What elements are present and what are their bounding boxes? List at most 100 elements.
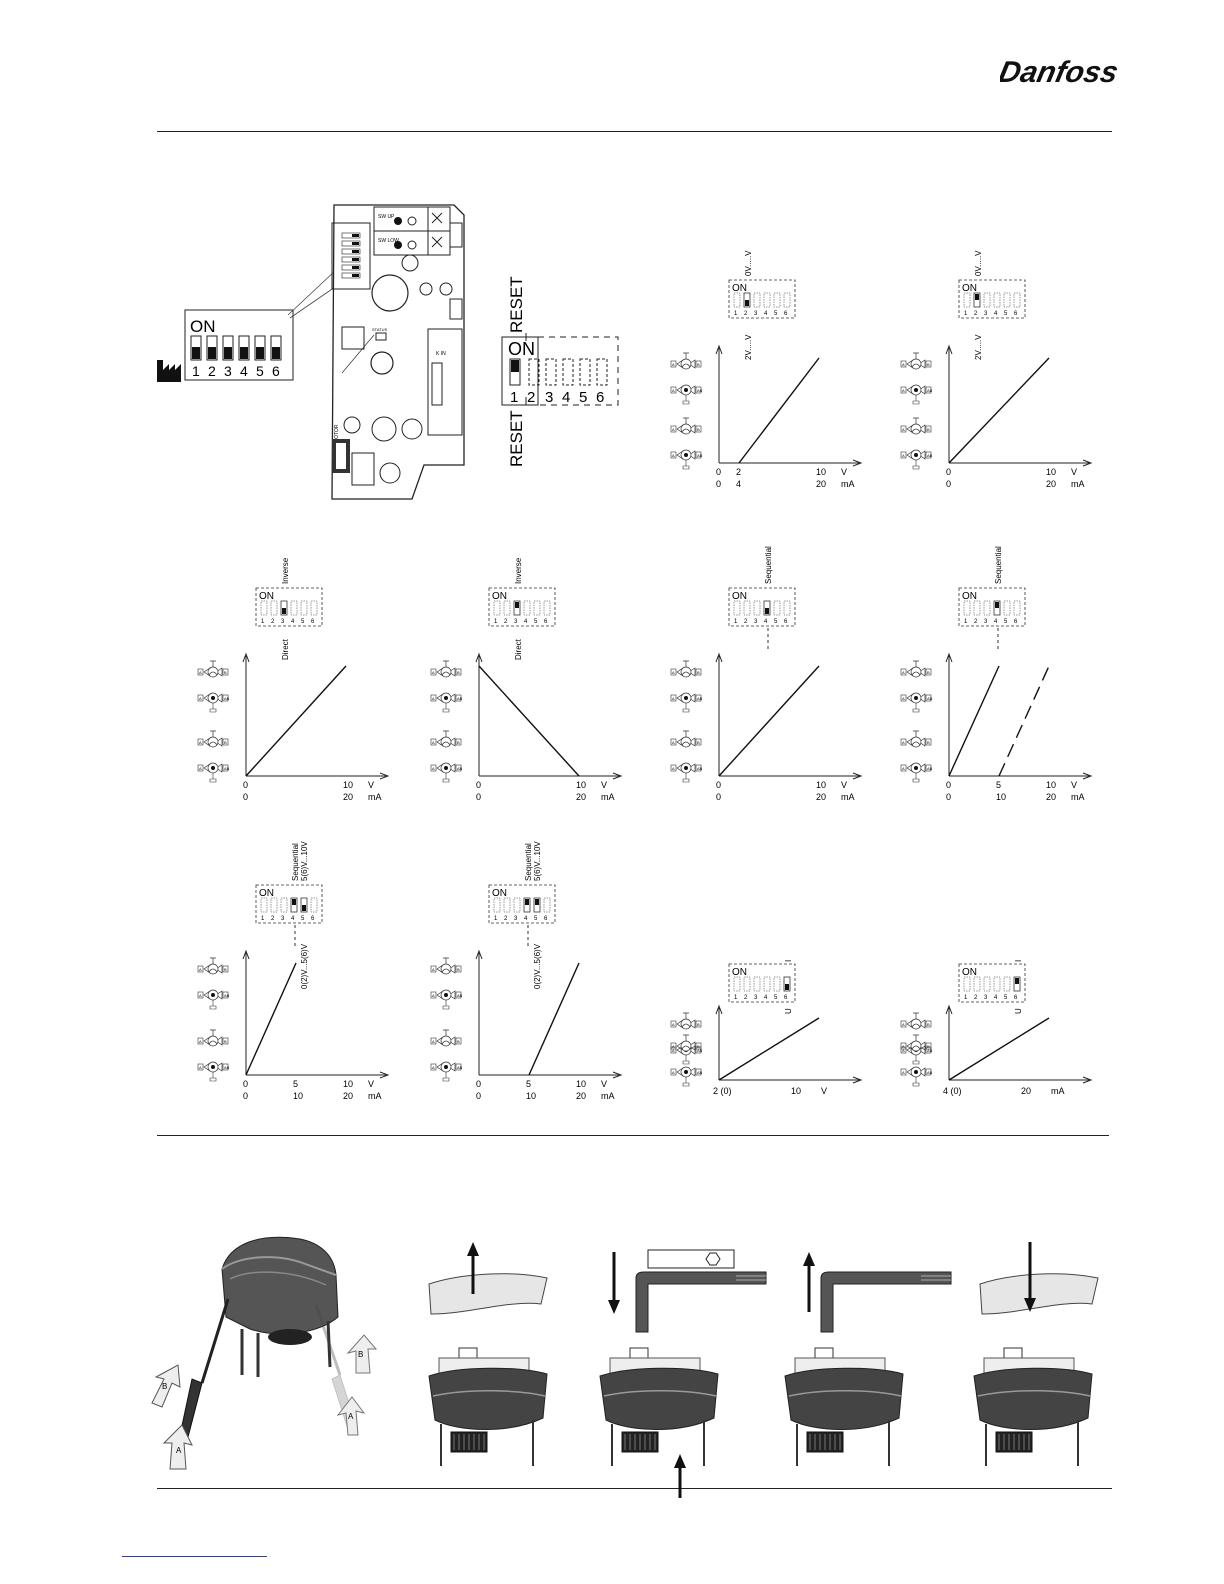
svg-text:SW UP: SW UP xyxy=(378,214,395,220)
tick-label: 2 (0) xyxy=(713,1086,732,1096)
svg-text:A: A xyxy=(672,388,675,393)
svg-text:AB: AB xyxy=(457,766,463,771)
svg-text:B: B xyxy=(457,740,460,745)
svg-text:1: 1 xyxy=(510,389,518,406)
tick-label: mA xyxy=(1051,1086,1065,1096)
svg-text:A: A xyxy=(672,1022,675,1027)
svg-text:B: B xyxy=(697,1022,700,1027)
svg-text:B: B xyxy=(927,362,930,367)
svg-text:3: 3 xyxy=(514,619,518,625)
svg-text:A: A xyxy=(199,1065,202,1070)
tick-label: mA xyxy=(841,479,855,489)
svg-text:3: 3 xyxy=(984,995,988,1001)
svg-text:6: 6 xyxy=(784,619,788,625)
svg-text:4: 4 xyxy=(562,389,570,406)
tick-label: 20 xyxy=(1046,479,1056,489)
tick-label: 20 xyxy=(816,792,826,802)
svg-text:4: 4 xyxy=(291,916,295,922)
svg-text:2: 2 xyxy=(744,619,748,625)
switch-label-sequential: Sequential xyxy=(994,546,1003,584)
switch-label-sequential: Sequential xyxy=(291,843,300,881)
series-line xyxy=(738,357,820,464)
svg-text:A: A xyxy=(432,696,435,701)
tick-label: V xyxy=(601,780,607,790)
svg-text:ON: ON xyxy=(732,283,747,294)
pcb-board: SW UP SW LOW STATUS K IN MOTOR xyxy=(328,203,468,503)
tick-label: 0 xyxy=(243,1091,248,1101)
svg-text:K IN: K IN xyxy=(436,351,446,357)
tick-label: 20 xyxy=(576,792,586,802)
tick-label: 4 (0) xyxy=(943,1086,962,1096)
svg-text:5: 5 xyxy=(1004,311,1008,317)
svg-text:ON: ON xyxy=(259,591,274,602)
switch-label-i: I xyxy=(784,960,793,962)
hex-key-icon xyxy=(820,1271,952,1333)
svg-text:A: A xyxy=(432,967,435,972)
svg-text:A: A xyxy=(672,1070,675,1075)
svg-text:AB: AB xyxy=(927,766,933,771)
switch-label-voltage-top: 0V.....V xyxy=(974,250,983,276)
svg-text:ON: ON xyxy=(492,888,507,899)
tick-label: 0 xyxy=(716,780,721,790)
svg-text:5: 5 xyxy=(1004,619,1008,625)
tick-label: V xyxy=(368,1079,374,1089)
svg-text:2: 2 xyxy=(744,995,748,1001)
tick-label: 0 xyxy=(476,792,481,802)
svg-text:4: 4 xyxy=(994,619,998,625)
tick-label: V xyxy=(841,780,847,790)
svg-text:STATUS: STATUS xyxy=(372,327,388,332)
svg-text:5: 5 xyxy=(774,311,778,317)
svg-text:AB: AB xyxy=(697,453,703,458)
reset-label-top: RESET xyxy=(507,276,526,333)
switch-label-direct: Direct xyxy=(514,638,523,660)
svg-text:4: 4 xyxy=(764,311,768,317)
tick-label: mA xyxy=(601,792,615,802)
svg-text:6: 6 xyxy=(784,995,788,1001)
svg-text:1: 1 xyxy=(734,311,738,317)
svg-text:B: B xyxy=(457,670,460,675)
hex-key-remove-step xyxy=(784,1232,955,1472)
section-rule xyxy=(157,1135,1109,1136)
svg-text:AB: AB xyxy=(927,1048,933,1053)
svg-text:ON: ON xyxy=(962,591,977,602)
series-line xyxy=(245,665,347,777)
svg-text:A: A xyxy=(902,362,905,367)
factory-icon xyxy=(157,360,181,382)
svg-text:4: 4 xyxy=(764,995,768,1001)
svg-text:2: 2 xyxy=(974,995,978,1001)
svg-text:1: 1 xyxy=(734,619,738,625)
svg-text:A: A xyxy=(902,1048,905,1053)
svg-text:A: A xyxy=(672,670,675,675)
tick-label: 0 xyxy=(946,780,951,790)
svg-text:AB: AB xyxy=(224,696,230,701)
svg-text:AB: AB xyxy=(457,993,463,998)
dip-switch-bank xyxy=(190,335,282,361)
svg-text:ON: ON xyxy=(492,591,507,602)
svg-text:B: B xyxy=(224,1039,227,1044)
tick-label: 0 xyxy=(946,479,951,489)
logo-text: Danfoss xyxy=(1000,56,1120,89)
svg-text:5: 5 xyxy=(301,916,305,922)
